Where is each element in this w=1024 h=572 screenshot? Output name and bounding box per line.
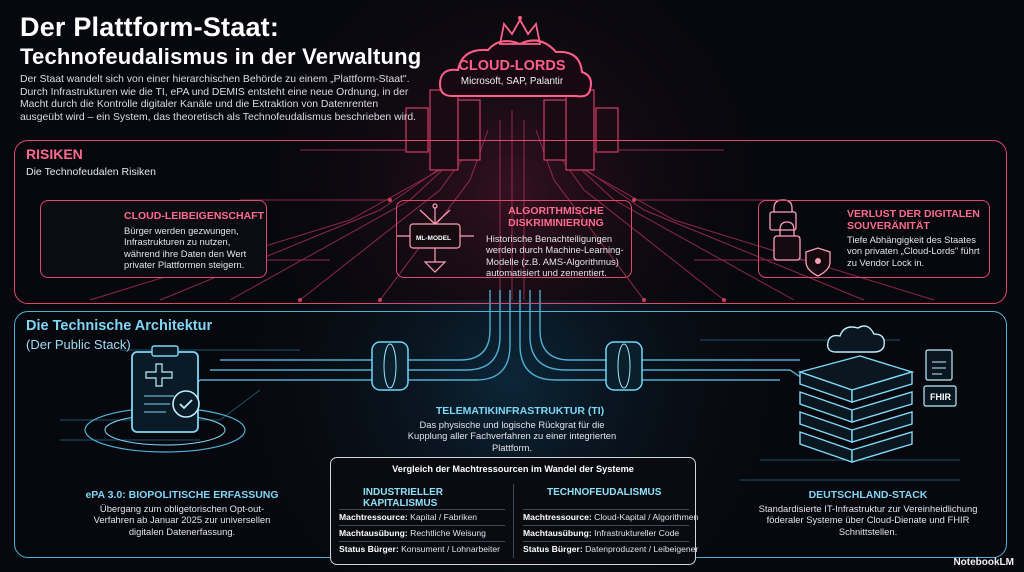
comparison-row: Machtausübung: Rechtliche Weisung [339,525,505,540]
comparison-row: Machtausübung: Infrastruktureller Code [523,525,689,540]
risk-card-cloud-leibeigenschaft [40,200,267,278]
server-icon [797,325,915,463]
stack-text: Standardisierte IT-Infrastruktur zur Ver… [758,503,978,537]
comparison-row: Machtressource: Kapital / Fabriken [339,509,505,524]
comparison-divider [513,484,514,558]
epa-text: Übergang zum obligetorischen Opt-out-Ver… [93,503,271,537]
risk-title-cloud-leibeigenschaft: CLOUD-LEIBEIGENSCHAFT [124,210,264,222]
document-icon [923,349,957,407]
risk-text-cloud-leibeigenschaft: Bürger werden gezwungen, Infrastrukturen… [124,225,247,271]
risks-panel [14,140,1007,304]
page-title: Der Plattform-Staat: [20,12,280,42]
ml-model-label: ML-MODEL [416,235,452,242]
clipboard-icon [84,345,246,453]
architecture-subtitle: (Der Public Stack) [26,337,131,352]
shield-icon [805,247,831,277]
comparison-column-title: TECHNOFEUDALISMUS [547,487,662,498]
risk-card-algorithmische-diskriminierung [396,200,632,278]
intro-text: Der Staat wandelt sich von einer hierarc… [20,74,417,123]
cloud-lords-subtitle: Microsoft, SAP, Palantir [460,76,564,87]
risk-card-souveraenitaet [758,200,990,278]
comparison-table: Vergleich der Machtressourcen im Wandel … [330,457,698,565]
fhir-label: FHIR [930,392,951,402]
comparison-row: Status Bürger: Datenproduzent / Leibeige… [523,541,698,556]
architecture-title: Die Technische Architektur [26,318,213,334]
ti-text: Das physische und logische Rückgrat für … [407,419,617,453]
comparison-row: Status Bürger: Konsument / Lohnarbeiter [339,541,505,556]
risk-title-souveraenitaet: VERLUST DER DIGITALEN SOUVERÄNITÄT [847,208,980,232]
risk-text-souveraenitaet: Tiefe Abhängigkeit des Staates von priva… [847,234,980,268]
robot-icon [396,203,474,273]
stack-title: DEUTSCHLAND-STACK [808,489,928,501]
comparison-row: Machtressource: Cloud-Kapital / Algorith… [523,509,698,524]
epa-title: ePA 3.0: BIOPOLITISCHE ERFASSUNG [85,489,279,501]
risk-title-algorithmische-diskriminierung: ALGORITHMISCHE DISKRIMINIERUNG [508,205,604,229]
cloud-lords-title: CLOUD-LORDS [458,58,566,74]
comparison-heading: Vergleich der Machtressourcen im Wandel … [392,464,634,474]
page-subtitle: Technofeudalismus in der Verwaltung [20,44,422,69]
comparison-column-technofeudal: TECHNOFEUDALISMUS Machtressource: Cloud-… [517,481,698,559]
risk-text-algorithmische-diskriminierung: Historische Benachteiligungen werden dur… [486,233,624,279]
comparison-column-title: INDUSTRIELLER KAPITALISMUS [363,487,443,509]
notebooklm-badge: NotebookLM [953,557,1014,568]
risks-subtitle: Die Technofeudalen Risiken [26,166,156,178]
risks-title: RISIKEN [26,146,83,162]
crown-icon [498,16,542,45]
ti-title: TELEMATIKINFRASTRUKTUR (TI) [435,405,605,417]
comparison-column-industriell: INDUSTRIELLER KAPITALISMUS Machtressourc… [333,481,509,559]
